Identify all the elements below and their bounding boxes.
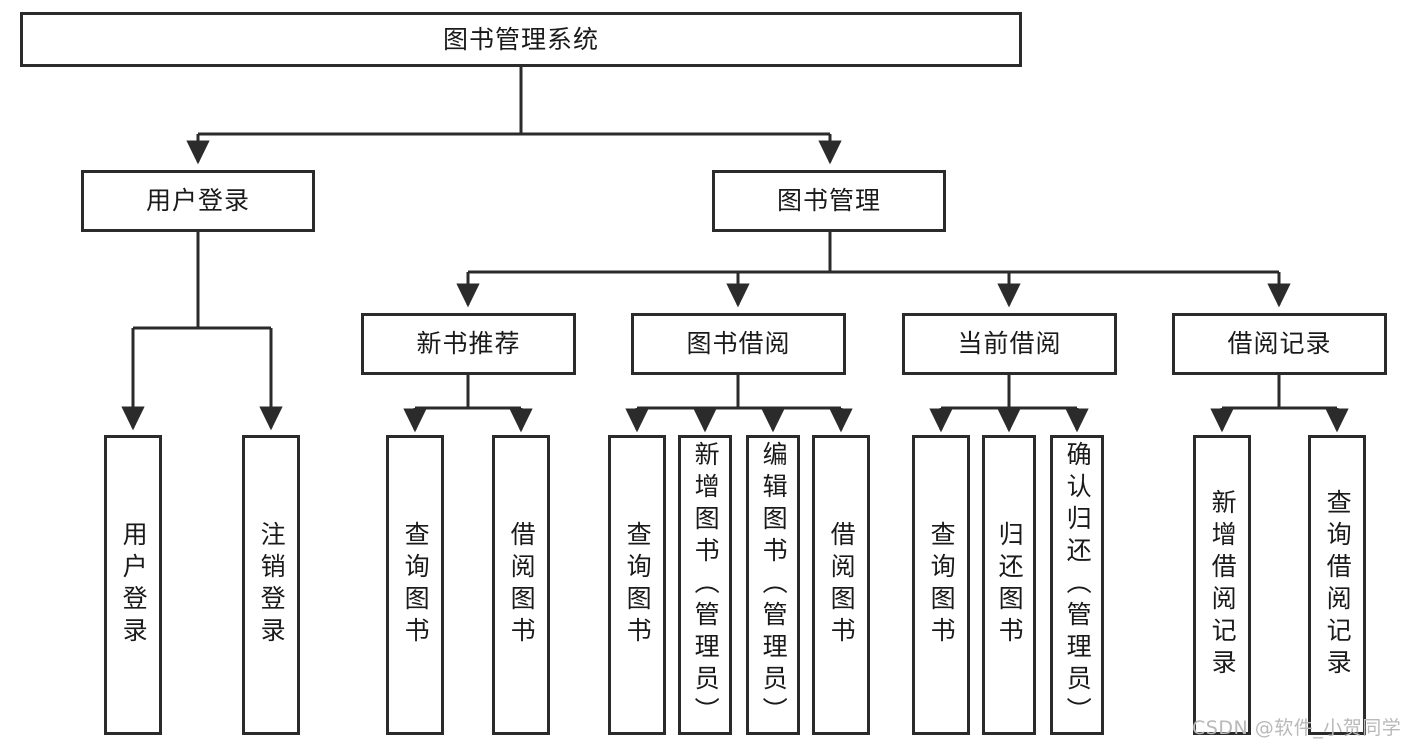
node-leaf-return-book-label: 归还图书 — [995, 521, 1025, 649]
node-leaf-user-login-label: 用户登录 — [119, 521, 149, 649]
node-book-manage-label: 图书管理 — [776, 186, 881, 216]
node-leaf-borrow-book-1-label: 借阅图书 — [507, 521, 537, 649]
node-root[interactable]: 图书管理系统 — [20, 12, 1022, 67]
node-new-book-recommend-label: 新书推荐 — [416, 329, 521, 359]
watermark-csdn: CSDN @软件_小贺同学 — [1192, 717, 1402, 739]
node-leaf-query-book-1[interactable]: 查询图书 — [386, 435, 444, 735]
node-leaf-query-record[interactable]: 查询借阅记录 — [1308, 435, 1366, 735]
node-book-borrow[interactable]: 图书借阅 — [631, 313, 846, 375]
node-leaf-user-login[interactable]: 用户登录 — [104, 435, 162, 735]
node-leaf-query-book-3-label: 查询图书 — [927, 521, 957, 649]
node-leaf-edit-book[interactable]: 编辑图书（管理员） — [746, 435, 800, 735]
node-leaf-borrow-book-1[interactable]: 借阅图书 — [492, 435, 550, 735]
node-leaf-query-book-1-label: 查询图书 — [401, 521, 431, 649]
node-leaf-add-book[interactable]: 新增图书（管理员） — [678, 435, 732, 735]
node-book-manage[interactable]: 图书管理 — [712, 170, 946, 232]
node-leaf-borrow-book-2[interactable]: 借阅图书 — [812, 435, 870, 735]
node-borrow-record[interactable]: 借阅记录 — [1172, 313, 1387, 375]
node-leaf-edit-book-label: 编辑图书（管理员） — [759, 441, 789, 729]
node-leaf-add-book-label: 新增图书（管理员） — [691, 441, 721, 729]
node-user-login-label: 用户登录 — [145, 186, 250, 216]
node-leaf-query-book-2-label: 查询图书 — [623, 521, 653, 649]
node-current-borrow[interactable]: 当前借阅 — [902, 313, 1117, 375]
node-new-book-recommend[interactable]: 新书推荐 — [361, 313, 576, 375]
node-leaf-return-book[interactable]: 归还图书 — [982, 435, 1036, 735]
node-current-borrow-label: 当前借阅 — [957, 329, 1062, 359]
node-leaf-borrow-book-2-label: 借阅图书 — [827, 521, 857, 649]
node-leaf-confirm-return-label: 确认归还（管理员） — [1063, 441, 1093, 729]
node-borrow-record-label: 借阅记录 — [1227, 329, 1332, 359]
node-user-login[interactable]: 用户登录 — [81, 170, 315, 232]
node-leaf-user-logout[interactable]: 注销登录 — [242, 435, 300, 735]
node-leaf-query-book-3[interactable]: 查询图书 — [912, 435, 970, 735]
node-root-label: 图书管理系统 — [442, 24, 599, 54]
node-leaf-add-record-label: 新增借阅记录 — [1208, 489, 1238, 681]
node-leaf-query-record-label: 查询借阅记录 — [1323, 489, 1353, 681]
node-leaf-confirm-return[interactable]: 确认归还（管理员） — [1050, 435, 1104, 735]
node-leaf-add-record[interactable]: 新增借阅记录 — [1193, 435, 1251, 735]
node-leaf-user-logout-label: 注销登录 — [257, 521, 287, 649]
node-book-borrow-label: 图书借阅 — [686, 329, 791, 359]
node-leaf-query-book-2[interactable]: 查询图书 — [608, 435, 666, 735]
